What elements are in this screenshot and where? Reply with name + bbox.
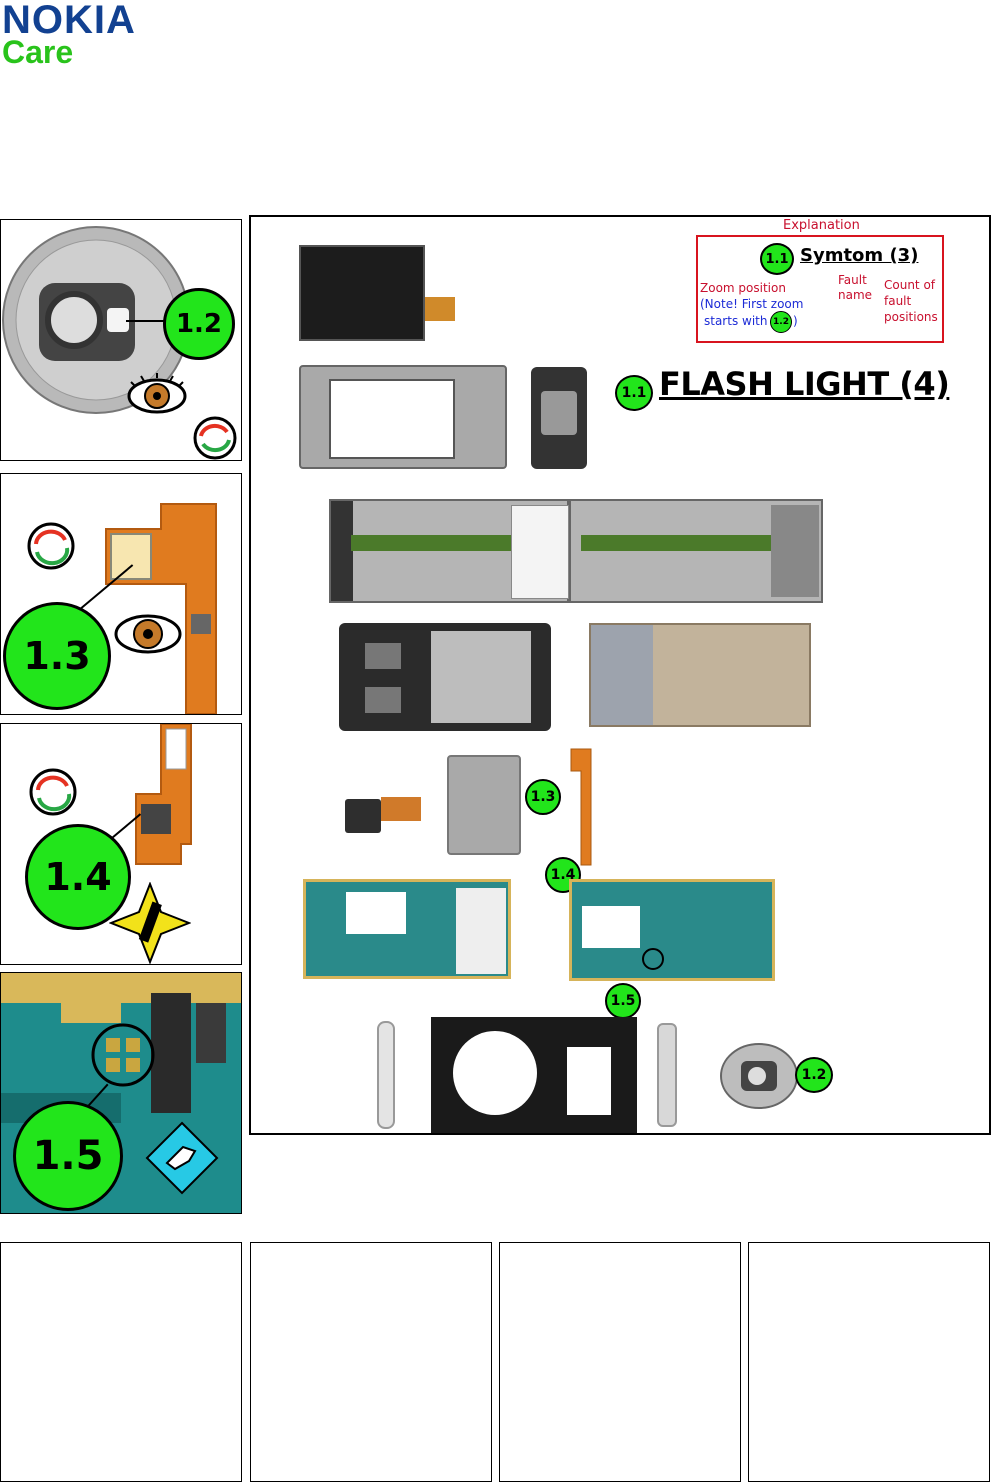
count-label: Count of fault positions [884,278,938,324]
main-pwb-bottom [569,879,775,981]
eye-icon [114,614,182,654]
zoom-badge: 1.2 [163,288,235,360]
zoom-badge: 1.4 [25,824,131,930]
display-flex [425,297,455,321]
camera-module [345,799,381,833]
repair-tool-icon [145,1121,219,1195]
camera-flex [381,797,421,821]
side-key-right [657,1023,677,1127]
explanation-box: 1.1 Symtom (3) Fault name Count of fault… [696,235,944,343]
flash-flex [570,748,592,866]
zoom-panel-1-3: 1.3 [0,473,242,715]
symptom-label: Symtom (3) [800,245,919,266]
callout-badge: 1.4 [545,857,581,893]
main-pwb-top [303,879,511,979]
starts-with-badge: 1.2 [770,311,792,333]
fault-badge: 1.1 [615,375,653,411]
slide-frame-a [329,499,569,603]
side-key-left [377,1021,395,1129]
front-cover [299,365,507,469]
callout-badge: 1.3 [525,779,561,815]
note-label: (Note! First zoom [700,297,804,311]
callout-badge: 1.2 [795,1057,833,1093]
nokia-logo: NOKIA [2,0,136,42]
keymat [447,755,521,855]
display-module [299,245,425,341]
chassis [339,623,551,731]
zoom-panel-1-5: 1.5 [0,972,242,1214]
explanation-badge: 1.1 [760,243,794,275]
bottom-frame [589,623,811,727]
zoom-badge: 1.5 [13,1101,123,1211]
notes-box-1 [0,1242,242,1482]
care-logo: Care [2,34,74,70]
zoom-panel-1-2: 1.2 [0,219,242,461]
close-paren: ) [793,314,798,328]
slide-frame-b [569,499,823,603]
notes-box-2 [250,1242,492,1482]
notes-box-4 [748,1242,990,1482]
rotate-icon [29,768,77,816]
starts-with-label: starts with [704,314,768,328]
rotate-icon [193,416,237,460]
notes-box-3 [499,1242,741,1482]
explanation-title: Explanation [783,218,860,233]
rotate-icon [27,522,75,570]
zoom-badge: 1.3 [3,602,111,710]
exploded-view-panel: 1.3 1.4 1.5 1.2 Explanation 1.1 Symtom (… [249,215,991,1135]
zoom-panel-1-4: 1.4 [0,723,242,965]
navi-keypad [531,367,587,469]
callout-badge: 1.5 [605,983,641,1019]
esd-warning-icon [109,882,191,964]
camera-cover [720,1043,798,1109]
fault-title: FLASH LIGHT (4) [659,365,950,403]
zoom-position-label: Zoom position [700,281,786,295]
back-frame [431,1017,637,1133]
fault-name-label: Fault name [838,273,873,302]
eye-icon [127,373,187,414]
